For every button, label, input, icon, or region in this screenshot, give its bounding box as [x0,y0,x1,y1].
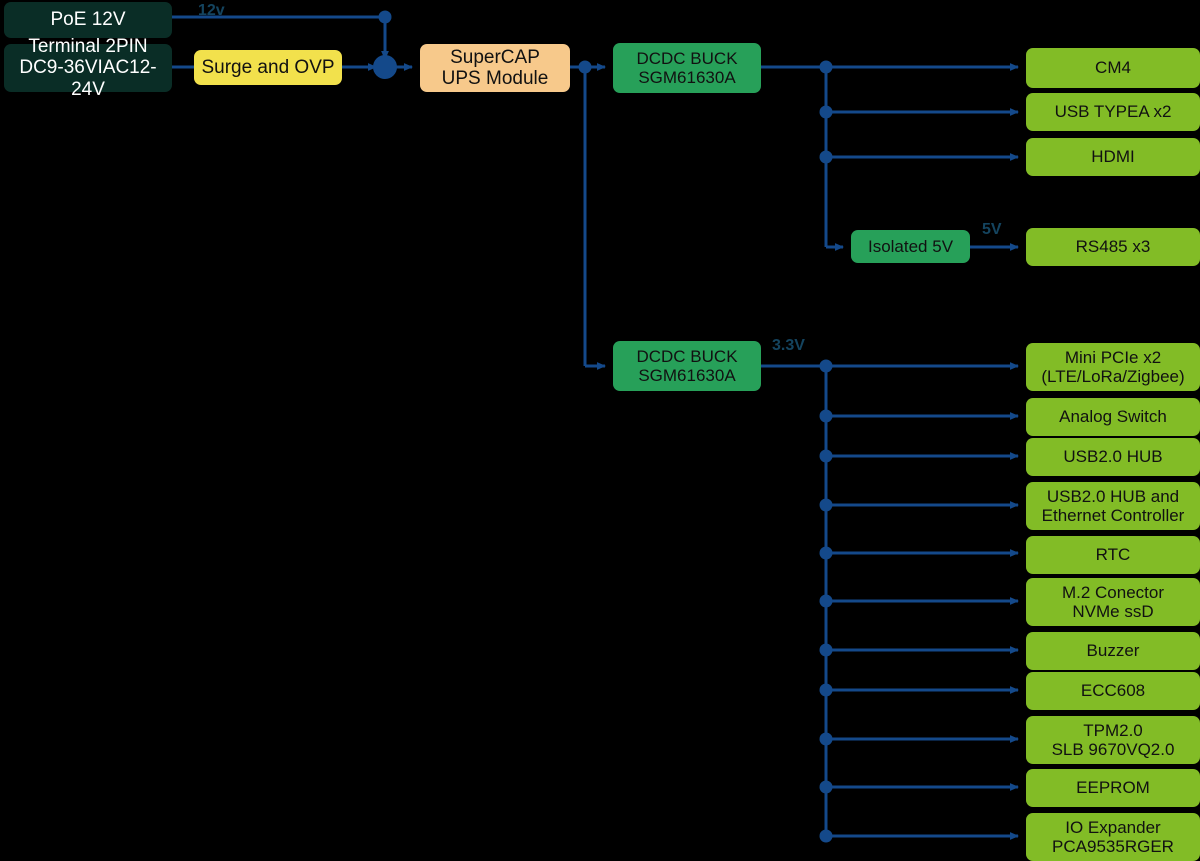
block-isolated-5v[interactable]: Isolated 5V [851,230,970,263]
junction-dot-3v3-2 [819,409,833,423]
voltage-label-12v: 12v [198,2,225,19]
junction-dot-3v3-10 [819,780,833,794]
block-usb20-hub[interactable]: USB2.0 HUB [1026,438,1200,476]
block-rtc[interactable]: RTC [1026,536,1200,574]
junction-dot-3v3-5 [819,546,833,560]
block-terminal-2pin[interactable]: Terminal 2PIN DC9-36VIAC12-24V [4,36,172,100]
junction-dot-merge [373,55,397,79]
block-mini-pcie[interactable]: Mini PCIe x2 (LTE/LoRa/Zigbee) [1026,343,1200,391]
block-dcdc-buck-3v3[interactable]: DCDC BUCK SGM61630A [613,341,761,391]
voltage-label-3v3: 3.3V [772,337,805,354]
block-surge-and-ovp[interactable]: Surge and OVP [194,50,342,85]
block-tpm20[interactable]: TPM2.0 SLB 9670VQ2.0 [1026,716,1200,764]
block-cm4[interactable]: CM4 [1026,48,1200,88]
junction-dot-main-bus [578,60,592,74]
block-hdmi[interactable]: HDMI [1026,138,1200,176]
junction-dot-3v3-9 [819,732,833,746]
block-usb20-hub-ethernet-controller[interactable]: USB2.0 HUB and Ethernet Controller [1026,482,1200,530]
junction-dot-3v3-4 [819,498,833,512]
junction-dot-3v3-6 [819,594,833,608]
junction-dot-5v-cm4 [819,60,833,74]
junction-dot-3v3-7 [819,643,833,657]
block-usb-typea[interactable]: USB TYPEA x2 [1026,93,1200,131]
voltage-label-5v: 5V [982,221,1002,238]
junction-dots [373,10,833,843]
block-supercap-ups-module[interactable]: SuperCAP UPS Module [420,44,570,92]
junction-dot-5v-usb [819,105,833,119]
block-ecc608[interactable]: ECC608 [1026,672,1200,710]
junction-dot-5v-hdmi [819,150,833,164]
block-buzzer[interactable]: Buzzer [1026,632,1200,670]
block-dcdc-buck-5v[interactable]: DCDC BUCK SGM61630A [613,43,761,93]
block-io-expander[interactable]: IO Expander PCA9535RGER [1026,813,1200,861]
block-analog-switch[interactable]: Analog Switch [1026,398,1200,436]
block-rs485[interactable]: RS485 x3 [1026,228,1200,266]
block-m2-connector-nvme[interactable]: M.2 Conector NVMe ssD [1026,578,1200,626]
block-poe-12v[interactable]: PoE 12V [4,2,172,38]
block-eeprom[interactable]: EEPROM [1026,769,1200,807]
junction-dot-3v3-11 [819,829,833,843]
junction-dot-poe [378,10,392,24]
junction-dot-3v3-1 [819,359,833,373]
junction-dot-3v3-8 [819,683,833,697]
junction-dot-3v3-3 [819,449,833,463]
